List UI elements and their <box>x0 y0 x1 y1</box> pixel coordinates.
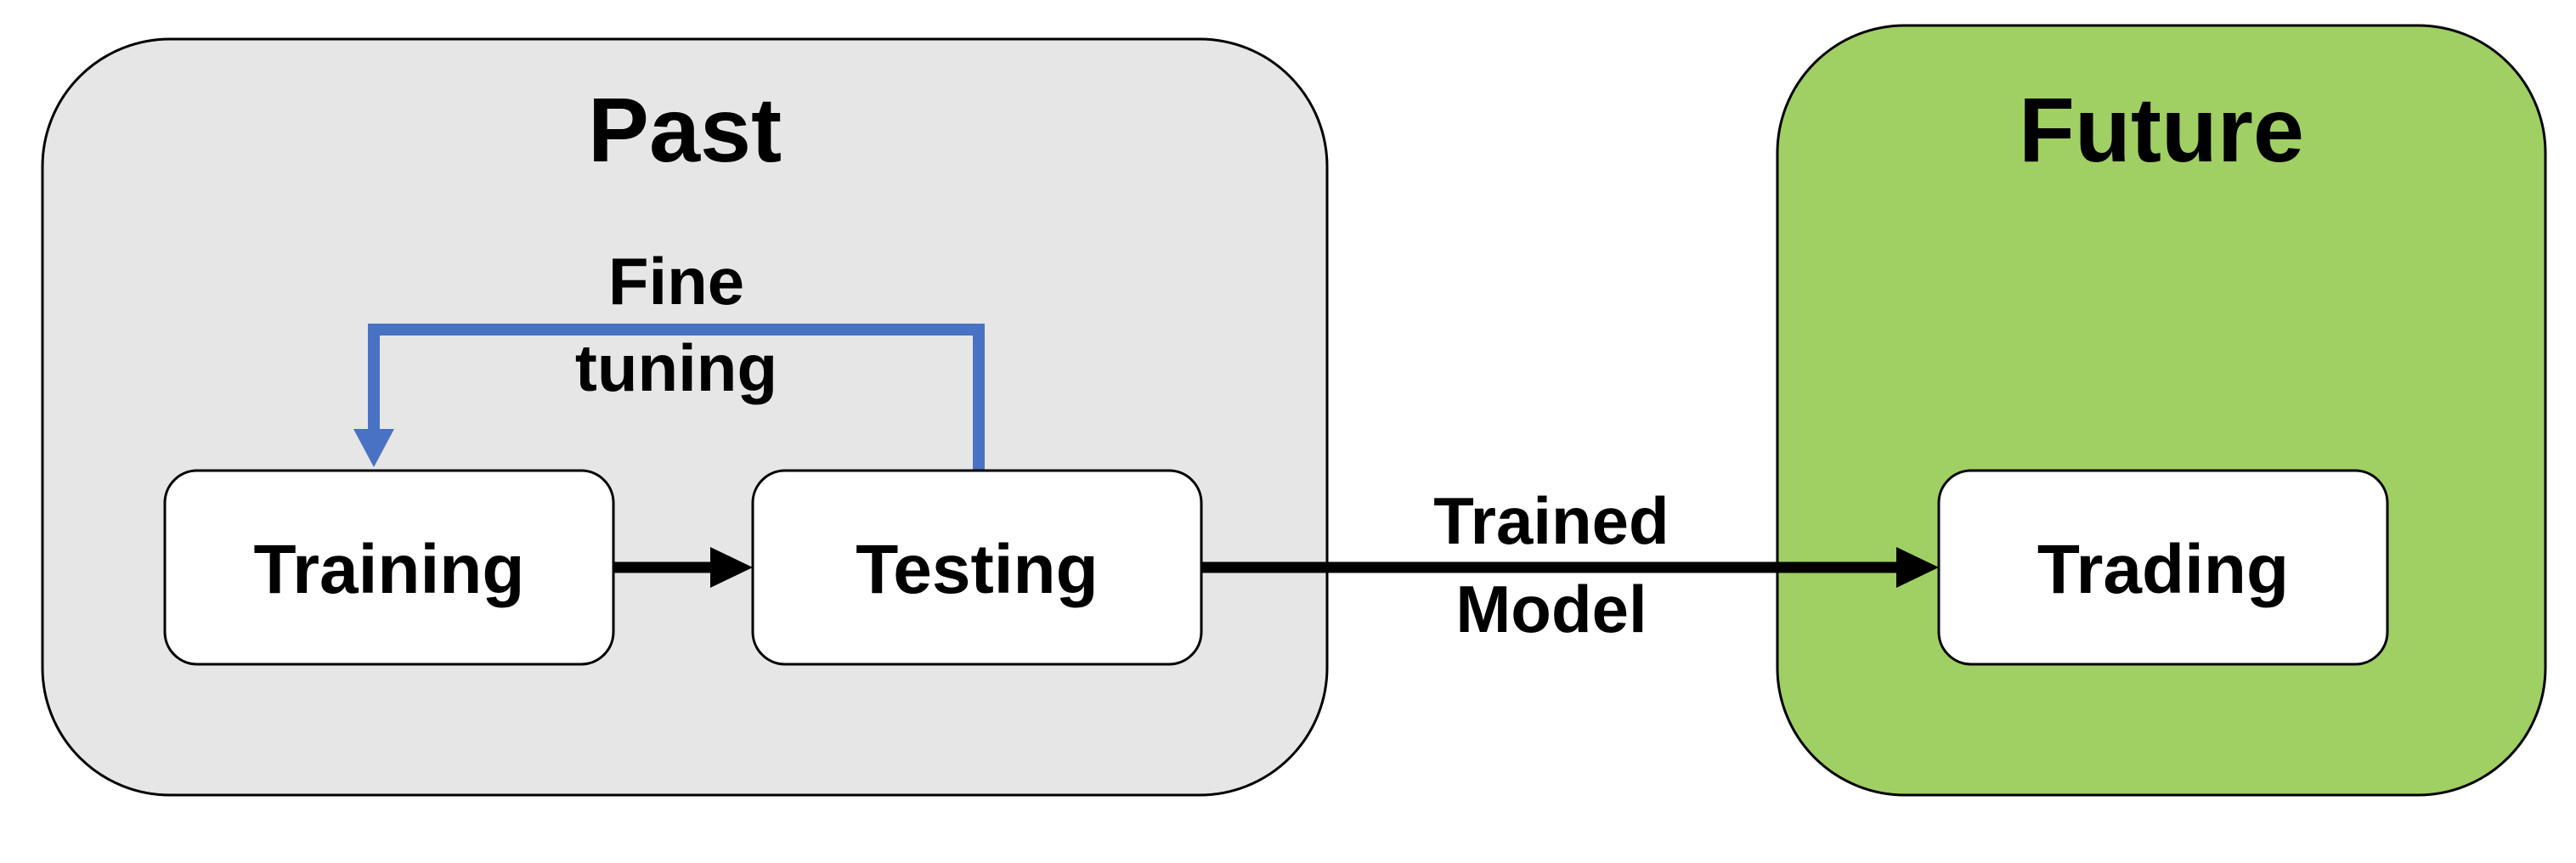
training-node: Training <box>163 469 615 666</box>
trained-model-label-line2: Model <box>1455 572 1647 646</box>
training-to-testing-arrow <box>613 547 753 588</box>
trained-model-arrow: Trained Model <box>1201 483 1939 646</box>
fine-tuning-arrowhead <box>353 429 394 467</box>
fine-tuning-label-line2: tuning <box>575 330 777 405</box>
testing-node: Testing <box>751 469 1203 666</box>
trading-node: Trading <box>1937 469 2389 666</box>
past-panel: Past <box>41 37 1329 797</box>
testing-node-label: Testing <box>856 531 1098 608</box>
trained-model-label-line1: Trained <box>1433 483 1669 558</box>
fine-tuning-label-line1: Fine <box>608 244 744 319</box>
trading-node-label: Trading <box>2037 531 2289 608</box>
future-panel: Future <box>1776 24 2547 797</box>
fine-tuning-loop: Fine tuning <box>353 244 985 471</box>
past-panel-title: Past <box>588 78 782 181</box>
fine-tuning-path <box>368 324 985 471</box>
future-panel-title: Future <box>2019 78 2304 181</box>
training-node-label: Training <box>254 531 525 608</box>
